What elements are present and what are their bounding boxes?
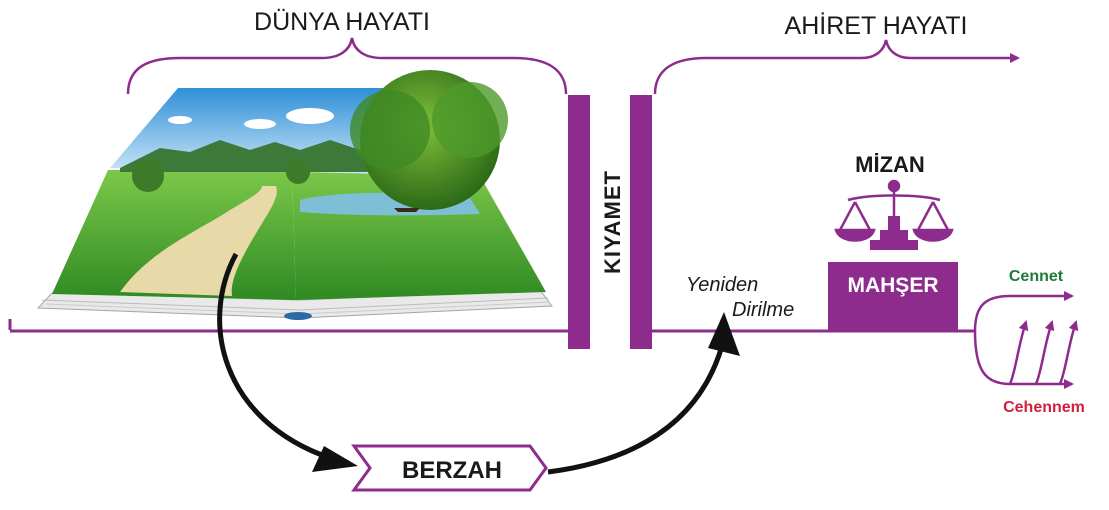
berzah-to-resurrection-arrow <box>547 345 725 475</box>
cennet-label: Cennet <box>1009 268 1064 285</box>
dunya-brace <box>126 37 568 95</box>
cehennem-label: Cehennem <box>1003 399 1085 416</box>
kiyamet-bar-left <box>568 95 590 349</box>
ahiret-brace <box>653 39 1020 95</box>
final-destinations <box>973 291 1079 389</box>
death-to-berzah-arrow <box>217 252 331 461</box>
balance-scale-icon <box>834 179 954 250</box>
ahiret-title: AHİRET HAYATI <box>785 11 968 40</box>
death-to-berzah-arrowhead <box>312 446 358 472</box>
kiyamet-bar-right <box>630 95 652 349</box>
kiyamet-divider: KIYAMET <box>568 95 652 349</box>
berzah-label: BERZAH <box>402 457 502 484</box>
yeniden-label: Yeniden <box>686 274 758 296</box>
dunya-title: DÜNYA HAYATI <box>254 8 430 36</box>
mahser-block: MAHŞER <box>828 262 958 332</box>
kiyamet-label: KIYAMET <box>600 170 625 274</box>
mizan-label: MİZAN <box>855 152 925 177</box>
dirilme-label: Dirilme <box>732 299 794 321</box>
open-book-illustration <box>36 70 553 320</box>
berzah-to-resurrection-arrowhead <box>708 312 740 356</box>
mahser-label: MAHŞER <box>847 274 938 297</box>
cennet-arrow <box>973 291 1074 332</box>
cehennem-arrow <box>973 330 1074 389</box>
berzah-box: BERZAH <box>351 444 548 492</box>
